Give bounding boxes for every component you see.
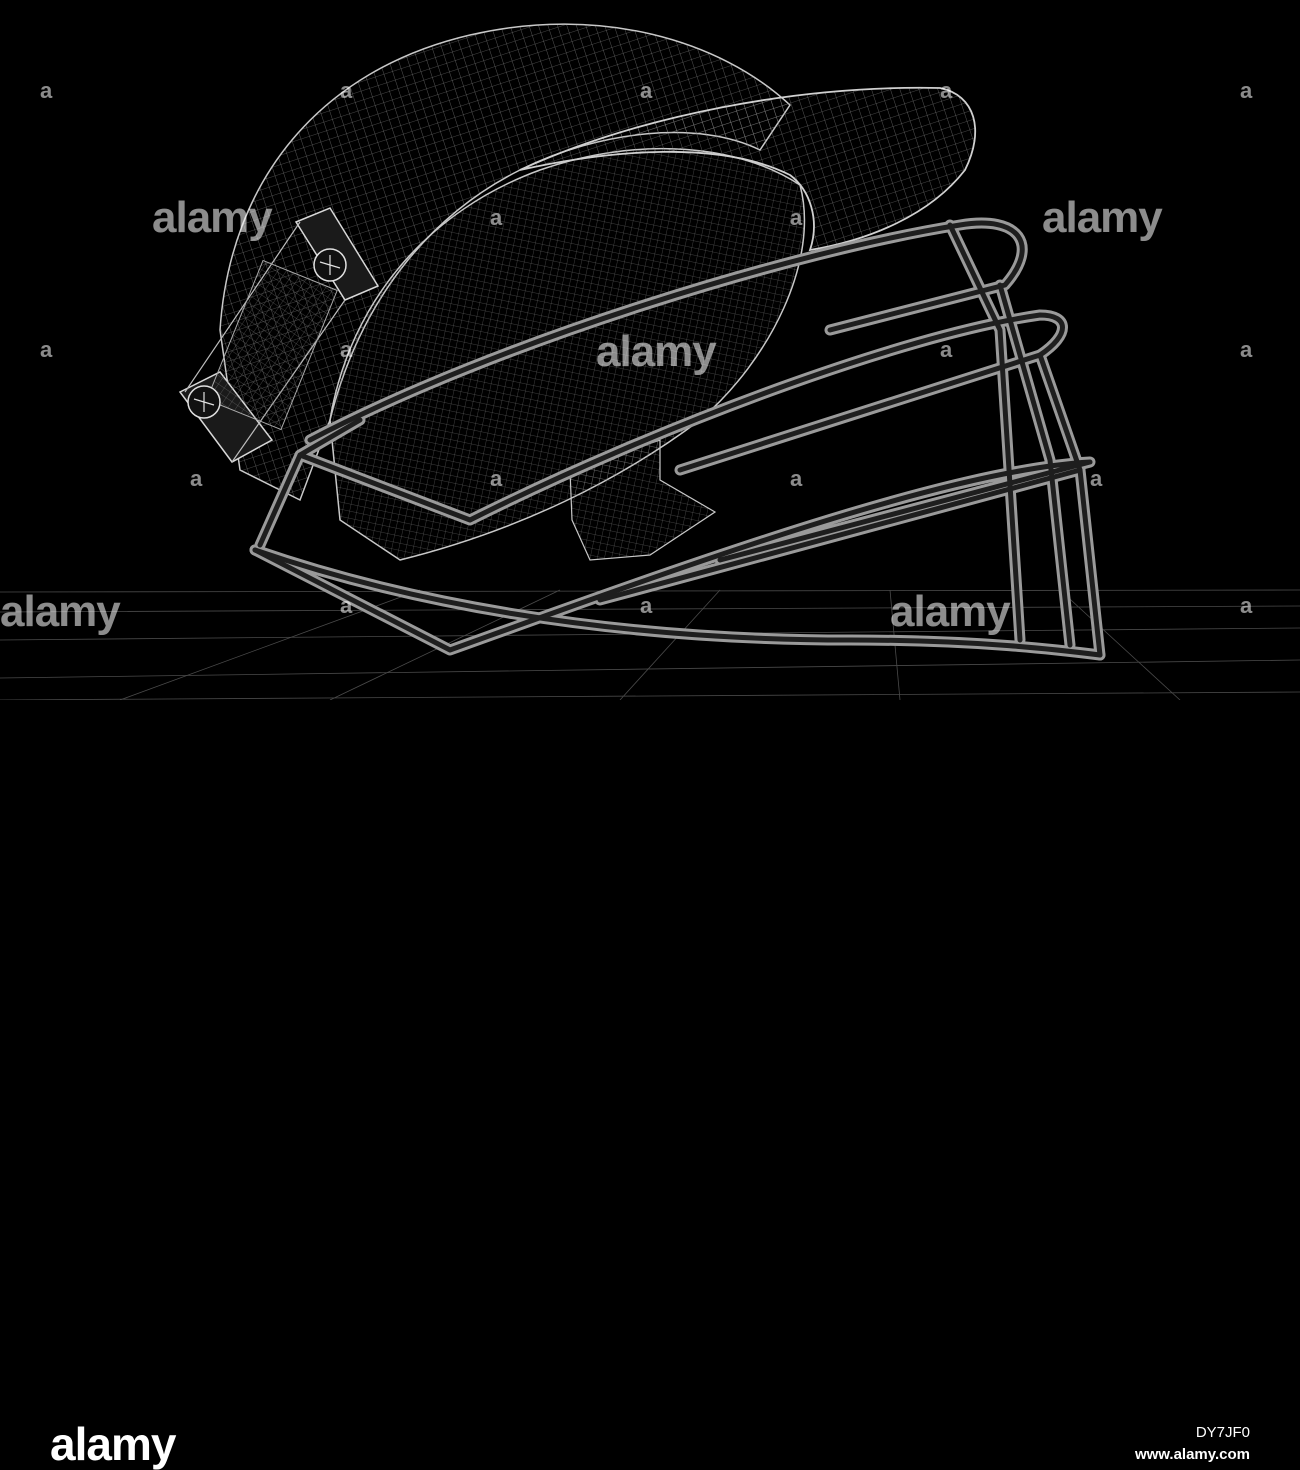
watermark-logo: alamy [596, 327, 717, 376]
face-guard-grille [249, 217, 1106, 661]
watermark-mark: a [1090, 466, 1103, 491]
watermark-mark: a [1240, 593, 1253, 618]
footer-brand-logo: alamy [50, 1418, 176, 1470]
watermark-mark: a [340, 78, 353, 103]
watermark-mark: a [190, 466, 203, 491]
watermark-layer: alamy alamy alamy alamy alamy a a a a a … [0, 78, 1253, 636]
watermark-mark: a [790, 205, 803, 230]
watermark-mark: a [490, 205, 503, 230]
watermark-mark: a [640, 78, 653, 103]
watermark-mark: a [940, 337, 953, 362]
helmet-shell [219, 23, 977, 561]
watermark-logo: alamy [1042, 193, 1163, 242]
watermark-mark: a [640, 593, 653, 618]
helmet-wireframe: alamy alamy alamy alamy alamy a a a a a … [0, 23, 1300, 701]
watermark-mark: a [490, 466, 503, 491]
watermark-mark: a [1240, 78, 1253, 103]
watermark-mark: a [40, 337, 53, 362]
watermark-mark: a [340, 337, 353, 362]
watermark-mark: a [340, 593, 353, 618]
watermark-logo: alamy [0, 587, 121, 636]
watermark-mark: a [40, 78, 53, 103]
watermark-mark: a [1240, 337, 1253, 362]
site-url-label: www.alamy.com [1134, 1446, 1250, 1463]
watermark-mark: a [940, 78, 953, 103]
watermark-logo: alamy [890, 587, 1011, 636]
watermark-logo: alamy [152, 193, 273, 242]
grille-clamp [178, 207, 380, 463]
footer-bar: alamy DY7JF0 www.alamy.com [0, 700, 1300, 1470]
helmet-scene: alamy alamy alamy alamy alamy a a a a a … [0, 0, 1300, 701]
watermark-mark: a [790, 466, 803, 491]
image-id-label: DY7JF0 [1195, 1424, 1250, 1441]
